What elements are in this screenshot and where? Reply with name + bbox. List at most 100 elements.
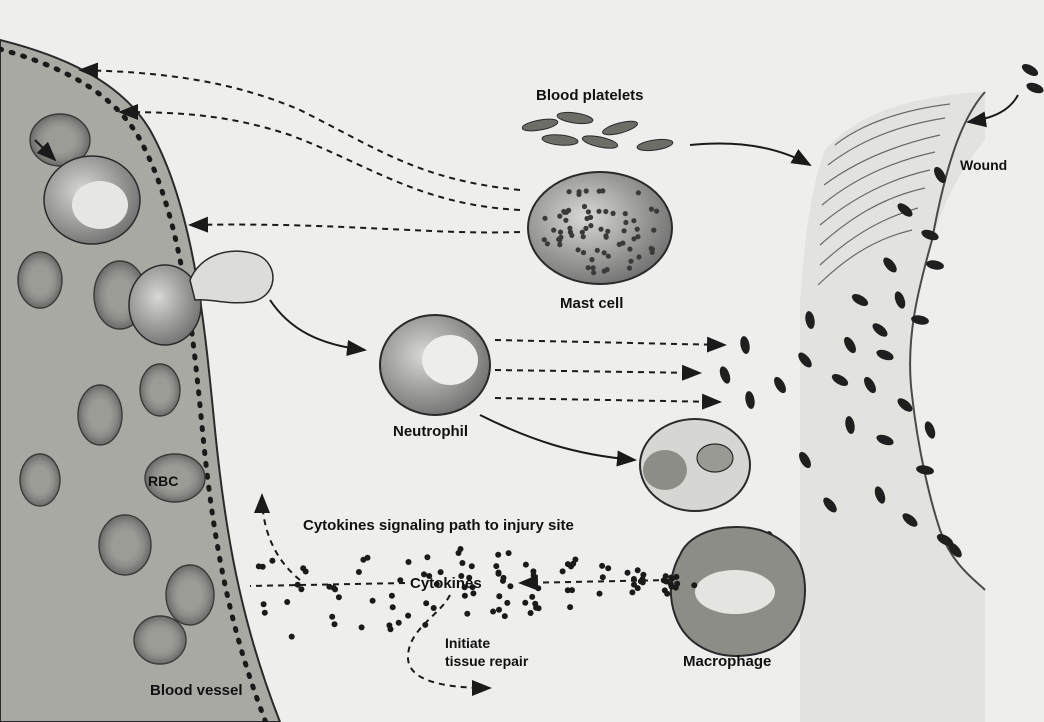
cytokine-dot (459, 560, 465, 566)
granule (584, 216, 589, 221)
cytokine-dot (496, 607, 502, 613)
cytokine-dot (462, 593, 468, 599)
granule (636, 254, 641, 259)
granule (581, 250, 586, 255)
cytokine-dot (424, 554, 430, 560)
granule (617, 242, 622, 247)
cytokine-dot (493, 563, 499, 569)
granule (563, 218, 568, 223)
cytokine-dot (469, 563, 475, 569)
granule (631, 236, 636, 241)
label-mast-cell: Mast cell (560, 295, 623, 312)
granule (542, 237, 547, 242)
cytokine-dot (569, 587, 575, 593)
cytokine-dot (423, 600, 429, 606)
granule (542, 216, 547, 221)
label-wound: Wound (960, 157, 1007, 173)
cytokine-dot (495, 552, 501, 558)
cytokine-dot (560, 568, 566, 574)
granule (582, 204, 587, 209)
cytokine-particles (256, 546, 698, 640)
granule (635, 227, 640, 232)
wound-tissue (800, 92, 985, 722)
cytokine-dot (261, 601, 267, 607)
granule (606, 254, 611, 259)
platelet (542, 133, 579, 146)
granule (605, 229, 610, 234)
red-blood-cell-center (112, 530, 138, 560)
cytokine-dot (674, 581, 680, 587)
granule (628, 259, 633, 264)
cytokine-dot (536, 605, 542, 611)
granule (603, 233, 608, 238)
red-blood-cell-center (150, 377, 170, 403)
cytokine-dot (359, 624, 365, 630)
cytokine-dot (506, 550, 512, 556)
red-blood-cell-center (89, 400, 111, 430)
cytokine-dot (504, 600, 510, 606)
label-neutrophil: Neutrophil (393, 423, 468, 440)
granule (598, 227, 603, 232)
granule (605, 267, 610, 272)
cytokine-dot (629, 589, 635, 595)
granule (588, 223, 593, 228)
cytokine-dot (663, 573, 669, 579)
cytokine-dot (600, 574, 606, 580)
cytokine-dot (406, 559, 412, 565)
cytokine-dot (631, 582, 637, 588)
bacterium (925, 259, 944, 271)
granule (567, 189, 572, 194)
red-blood-cell-center (178, 580, 202, 610)
granule (558, 235, 563, 240)
cytokine-dot (531, 572, 537, 578)
bacterium (772, 375, 789, 395)
label-rbc: RBC (148, 473, 178, 489)
bacterium (923, 420, 938, 440)
cytokine-dot (572, 557, 578, 563)
bacterium (718, 365, 733, 385)
granule (649, 207, 654, 212)
granule (551, 228, 556, 233)
cytokine-dot (496, 593, 502, 599)
platelet (601, 119, 638, 138)
cytokine-dot (298, 586, 304, 592)
cytokine-dot (396, 620, 402, 626)
granule (584, 188, 589, 193)
granule (602, 250, 607, 255)
cytokine-dot (597, 591, 603, 597)
granule (545, 241, 550, 246)
label-initiate: Initiate (445, 635, 490, 651)
platelet (521, 117, 558, 133)
granule (581, 234, 586, 239)
cytokine-dot (507, 583, 513, 589)
granule (651, 228, 656, 233)
bacterium (744, 390, 756, 409)
granule (650, 250, 655, 255)
cytokine-dot (567, 604, 573, 610)
cytokine-dot (332, 586, 338, 592)
vessel-leukocyte-top (44, 156, 140, 244)
blood-platelets (521, 111, 673, 153)
cytokine-dot (529, 594, 535, 600)
label-cytokines-path: Cytokines signaling path to injury site (303, 517, 574, 534)
cytokine-dot (370, 598, 376, 604)
red-blood-cell-center (30, 467, 50, 493)
red-blood-cell-center (45, 127, 75, 153)
cytokine-dot (522, 600, 528, 606)
bacterium (739, 335, 751, 354)
neutrophil (380, 315, 490, 415)
cytokine-dot (456, 550, 462, 556)
granule (591, 265, 596, 270)
granule (597, 189, 602, 194)
granule (586, 265, 591, 270)
granule (596, 209, 601, 214)
cytokine-dot (356, 569, 362, 575)
label-cytokines: Cytokines (410, 575, 482, 592)
cytokine-dot (500, 578, 506, 584)
label-blood-platelets: Blood platelets (536, 87, 644, 104)
label-blood-vessel: Blood vessel (150, 682, 243, 699)
bacterium (1025, 81, 1044, 96)
granule (580, 230, 585, 235)
